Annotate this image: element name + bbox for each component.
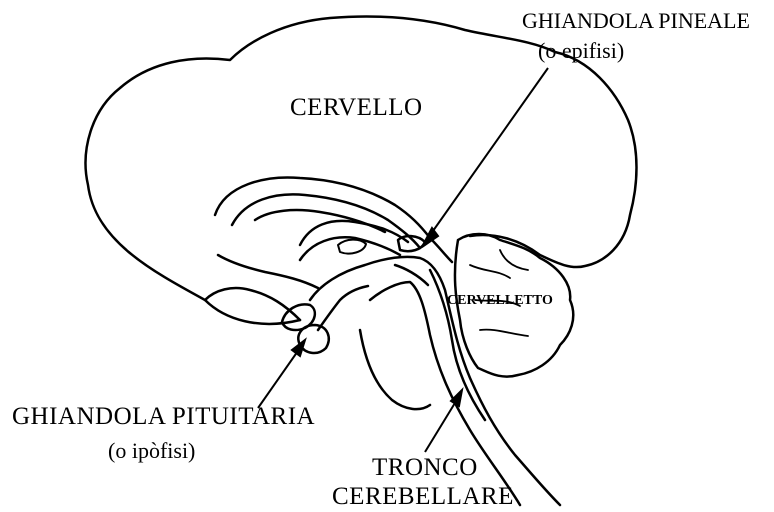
third-ventricle [338,240,366,254]
pineale-sub-label: (o epifisi) [538,40,624,62]
cervelletto-label: CERVELLETTO [447,294,553,308]
pineale-arrow-line [428,68,548,238]
pituitaria-arrow-line [258,348,300,408]
tronco-arrowhead [451,390,462,406]
cervello-label: CERVELLO [290,95,423,120]
pituitaria-title-label: GHIANDOLA PITUITARIA [12,404,315,429]
pineale-title-label: GHIANDOLA PINEALE [522,10,750,32]
pituitaria-sub-label: (o ipòfisi) [108,440,195,462]
tronco-line1-label: TRONCO [372,455,478,480]
tronco-line2-label: CEREBELLARE [332,484,514,509]
